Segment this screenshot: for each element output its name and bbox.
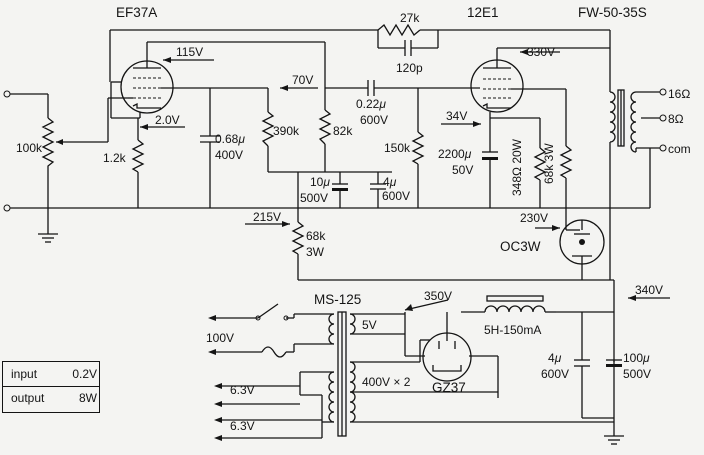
label-70v: 70V: [292, 73, 313, 87]
spec-input-row: input 0.2V: [11, 364, 97, 384]
tube-12e1: [470, 47, 610, 118]
label-350v: 350V: [424, 289, 452, 303]
label-6-3v-b: 6.3V: [230, 419, 255, 433]
label-c-0-22: 0.22μ: [356, 97, 386, 111]
label-c-500v: 500V: [300, 191, 328, 205]
label-r-348: 348Ω 20W: [510, 138, 524, 196]
label-c-50v: 50V: [452, 163, 473, 177]
screen-resistor-2: [559, 89, 580, 231]
label-230v: 230V: [520, 211, 548, 225]
label-2-0v: 2.0V: [155, 113, 180, 127]
filter-caps: [574, 312, 624, 445]
label-c-4-filter: 4μ: [548, 351, 562, 365]
label-c-100: 100μ: [623, 351, 650, 365]
label-340v: 340V: [635, 283, 663, 297]
label-215v: 215V: [253, 210, 281, 224]
label-gz37: GZ37: [432, 380, 466, 395]
input-wiring: [3, 90, 650, 243]
plate-resistor-1: [280, 42, 332, 172]
label-8ohm: 8Ω: [668, 112, 684, 126]
label-ms-125: MS-125: [314, 292, 361, 307]
label-feedback-r: 27k: [400, 11, 420, 25]
decoupling-caps: [332, 172, 386, 208]
label-c-2200: 2200μ: [438, 147, 472, 161]
spec-box: input 0.2V output 8W: [2, 361, 100, 413]
label-6-3v-a: 6.3V: [230, 383, 255, 397]
label-330v: 330V: [527, 45, 555, 59]
tube-ef37a: [110, 41, 325, 119]
label-400v-x2: 400V × 2: [362, 375, 411, 389]
label-c-400v: 400V: [215, 148, 243, 162]
grid-resistor-2: [411, 88, 425, 208]
label-c-4: 4μ: [383, 175, 397, 189]
spec-input-label: input: [11, 367, 38, 381]
label-c-600v-filter: 600V: [541, 367, 569, 381]
power-transformer: [294, 311, 614, 437]
spec-divider: [3, 386, 99, 387]
cathode-resistor-1: [131, 118, 185, 208]
label-100v: 100V: [206, 331, 234, 345]
volume-pot: [41, 97, 128, 172]
label-choke: 5H-150mA: [484, 323, 541, 337]
screen-bypass-cap-1: [200, 87, 268, 208]
label-12e1: 12E1: [467, 5, 499, 20]
label-oc3w: OC3W: [500, 239, 541, 254]
label-r-150k: 150k: [384, 141, 411, 155]
output-primary-wiring: [520, 30, 615, 418]
label-5v: 5V: [362, 318, 377, 332]
label-vr-100k: 100k: [16, 141, 43, 155]
label-r-390k: 390k: [273, 124, 300, 138]
coupling-cap: [325, 80, 480, 96]
choke: [404, 295, 556, 313]
label-115v: 115V: [176, 45, 203, 59]
spec-output-row: output 8W: [11, 388, 97, 408]
screen-resistor-1: [261, 88, 392, 173]
mains-input: [208, 303, 295, 358]
label-c-0-68: 0.68μ: [215, 132, 245, 146]
tube-oc3w: [535, 219, 605, 280]
label-fw-50-35s: FW-50-35S: [578, 5, 647, 20]
label-c-600v-2: 600V: [382, 189, 410, 203]
output-transformer: [609, 88, 667, 208]
spec-input-value: 0.2V: [72, 367, 97, 381]
label-r-1-2k: 1.2k: [103, 151, 127, 165]
cathode-network-2: [441, 117, 547, 208]
spec-output-value: 8W: [79, 391, 97, 405]
label-c-600v: 600V: [360, 113, 388, 127]
hv-rail: [556, 295, 670, 313]
label-r-68k: 68k: [306, 229, 326, 243]
label-feedback-c: 120p: [396, 61, 423, 75]
tube-gz37: [405, 312, 499, 398]
label-c-10: 10μ: [310, 175, 330, 189]
feedback-network: [109, 23, 610, 82]
label-r-82k: 82k: [333, 124, 353, 138]
label-34v: 34V: [446, 109, 467, 123]
label-r-68k-3w: 68k 3W: [542, 143, 556, 184]
label-c-500v-filter: 500V: [623, 367, 651, 381]
label-com: com: [668, 142, 691, 156]
label-ef37a: EF37A: [116, 5, 157, 20]
label-r-3w: 3W: [306, 245, 325, 259]
dropping-resistor: [245, 172, 614, 281]
spec-output-label: output: [11, 391, 45, 405]
heater-outputs: [214, 383, 323, 441]
label-16ohm: 16Ω: [668, 87, 690, 101]
